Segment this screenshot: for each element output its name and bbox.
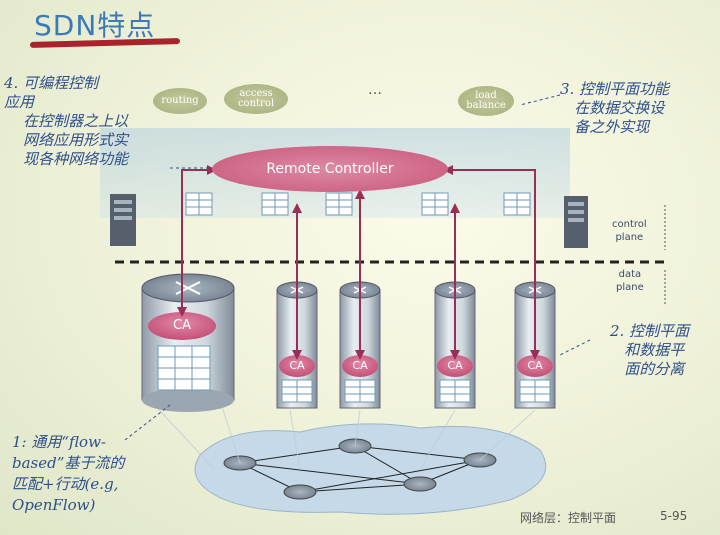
app-access-control: access control [224, 84, 288, 114]
ca-label-large: CA [173, 318, 191, 333]
footer-chapter: 网络层：控制平面 [520, 511, 617, 525]
app-routing: routing [153, 88, 207, 114]
remote-controller: Remote Controller [212, 146, 448, 192]
note-programmable-apps: 4. 可编程控制 应用 在控制器之上以 网络应用形式实 现各种网络功能 [4, 74, 129, 168]
switch-large [141, 273, 235, 412]
app-ellipsis: … [368, 82, 386, 98]
ca-label-4: CA [527, 359, 543, 372]
switch-to-cloud-lines [149, 399, 536, 471]
app-load-balance: load balance [458, 86, 514, 116]
note-flow-based: 1: 通用“flow- based”基于流的 匹配+行动(e.g, OpenFl… [12, 433, 125, 514]
note-control-outside: 3. 控制平面功能 在数据交换设 备之外实现 [560, 80, 670, 136]
control-agent-4 [517, 355, 553, 377]
ca-label-2: CA [352, 359, 368, 372]
control-agent-1 [279, 355, 315, 377]
controller-links [177, 165, 540, 360]
control-agent-3 [437, 355, 473, 377]
label-control-plane: control plane [612, 219, 647, 243]
footer-page-number: 5-95 [660, 509, 688, 523]
server-icon-left [110, 194, 136, 246]
control-agent-2 [342, 355, 378, 377]
flow-tables-control [185, 192, 531, 216]
note-plane-separation: 2. 控制平面 和数据平 面的分离 [610, 322, 690, 378]
callout-lines [124, 94, 591, 441]
label-data-plane: data plane [616, 269, 644, 293]
slide-title: SDN特点 [34, 9, 156, 42]
ca-label-1: CA [289, 359, 305, 372]
server-icon-right [564, 196, 588, 248]
network-cloud [194, 423, 547, 515]
ca-label-3: CA [447, 359, 463, 372]
control-agent-large [148, 312, 216, 340]
